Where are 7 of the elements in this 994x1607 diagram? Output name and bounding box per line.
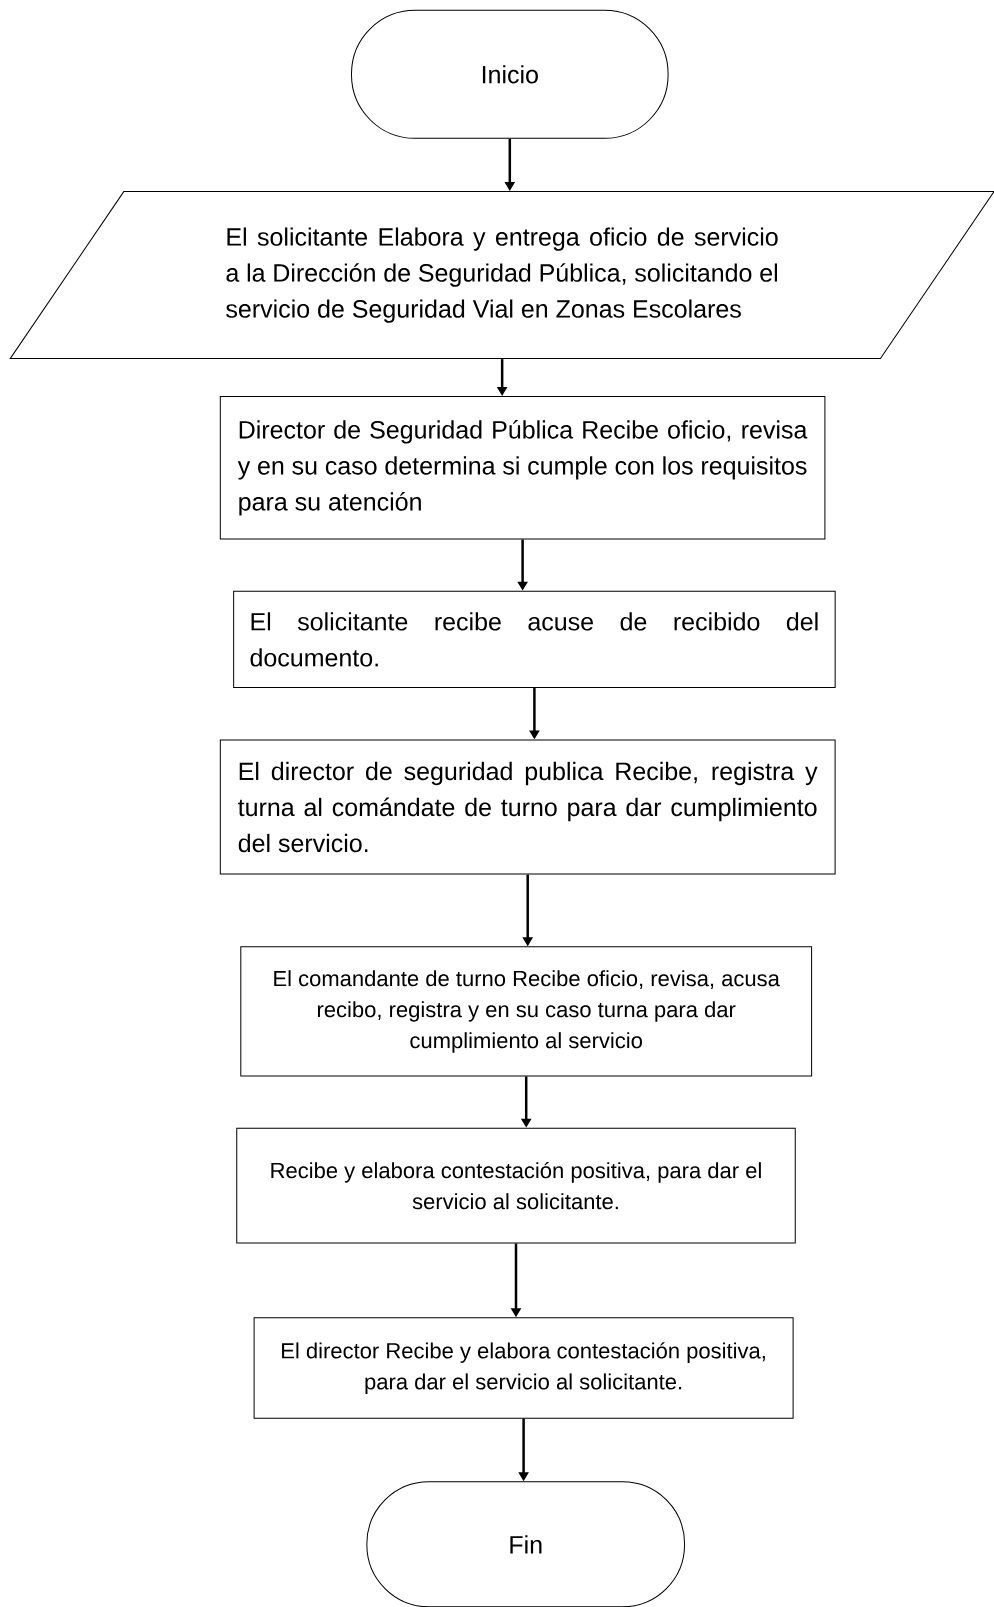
process-box: El comandante de turno Recibe oficio, revisa, acusa recibo, registra y en su caso turna para dar cumplimiento al servicio xyxy=(240,946,813,1077)
process-box: Recibe y elabora contestación positiva, para dar el servicio al solicitante. xyxy=(236,1127,796,1244)
process-box: El director de seguridad publica Recibe, registra y turna al comándate de turno para dar cumplimiento del servicio. xyxy=(219,739,836,875)
process-box: Director de Seguridad Pública Recibe oficio, revisa y en su caso determina si cumple con los requisitos para su atención xyxy=(219,396,826,540)
input-parallelogram: El solicitante Elabora y entrega oficio de servicio a la Dirección de Seguridad Pública, solicitando el servicio de Seguridad Vial en Zonas Escolares xyxy=(9,191,994,360)
process-box: El director Recibe y elabora contestación positiva, para dar el servicio al solicitante. xyxy=(253,1317,794,1419)
process-box: El solicitante recibe acuse de recibido del documento. xyxy=(233,590,836,689)
